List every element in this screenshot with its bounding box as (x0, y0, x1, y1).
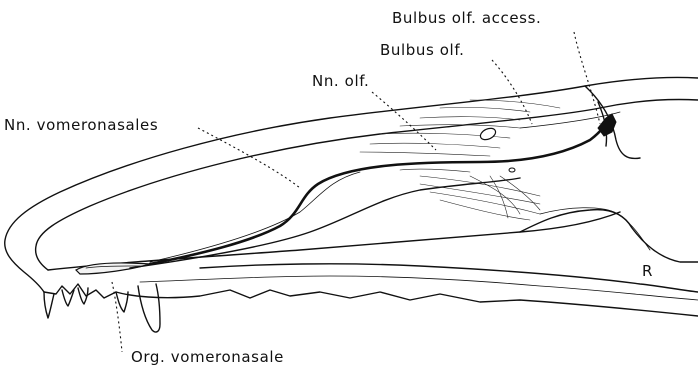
sphenoid-outline (520, 210, 698, 262)
leader-nn-vomeronasales (198, 128, 300, 188)
label-bulbus-olf-access: Bulbus olf. access. (392, 9, 541, 27)
lower-jaw-edge (44, 284, 698, 316)
label-nn-olf: Nn. olf. (312, 72, 369, 90)
vomeronasal-organ (76, 263, 150, 274)
leader-bulbus-olf (492, 60, 532, 124)
canine-tooth (138, 284, 160, 332)
label-bulbus-olf: Bulbus olf. (380, 41, 464, 59)
incisor-1 (44, 292, 54, 318)
palate-line (48, 212, 620, 270)
artist-signature: R (642, 262, 653, 280)
foramen-oval (479, 126, 498, 142)
maxilla-line (140, 276, 698, 300)
lower-jaw-inner (200, 264, 698, 292)
vomeronasal-nerve-upper (150, 172, 360, 262)
accessory-bulb-fan (598, 114, 616, 136)
label-org-vomeronasale: Org. vomeronasale (131, 348, 284, 366)
vomeronasal-nerve-trunk (150, 120, 608, 264)
label-nn-vomeronasales: Nn. vomeronasales (4, 116, 158, 134)
small-foramen (509, 168, 515, 172)
leader-nn-olf (372, 92, 436, 150)
